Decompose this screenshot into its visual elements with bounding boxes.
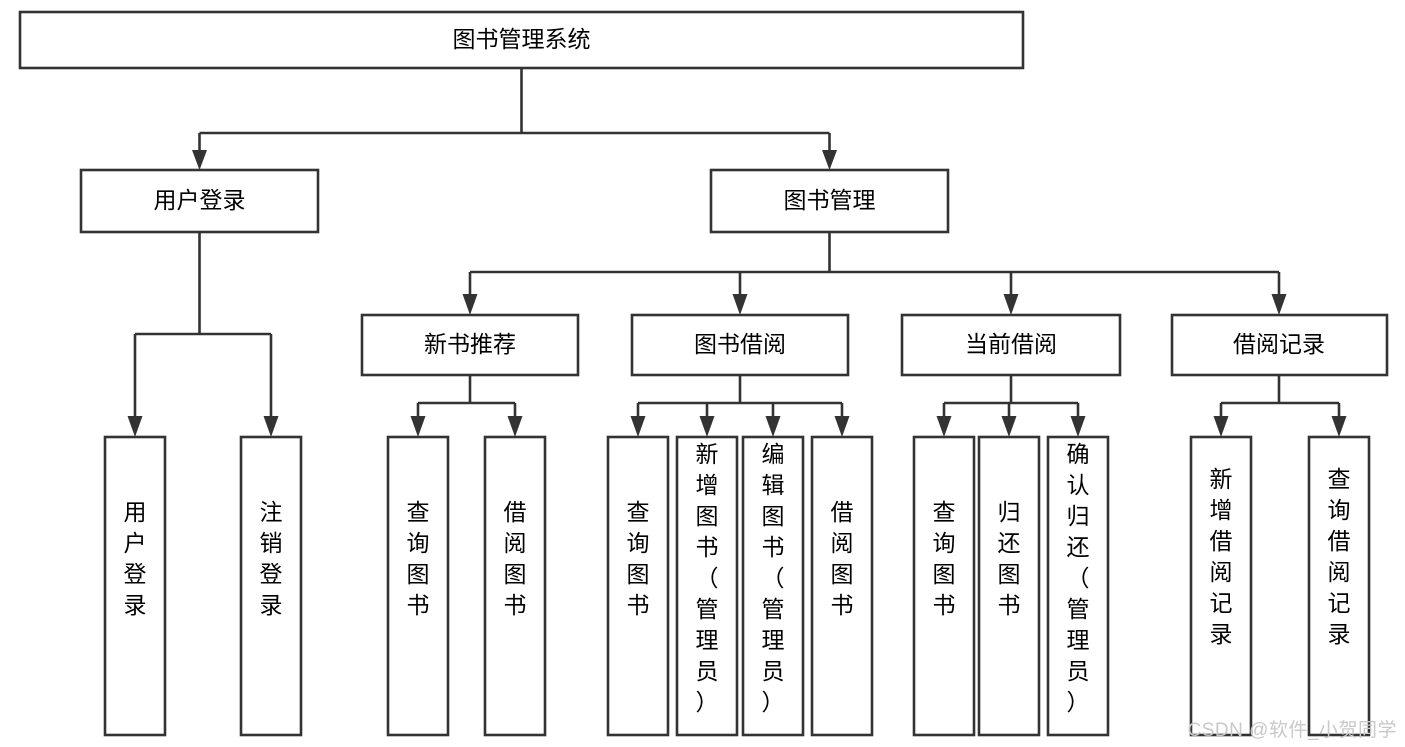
node-leaf-query-book-3-box[interactable] xyxy=(912,435,976,737)
node-leaf-confirm-return[interactable]: 确认归还（管理员） xyxy=(1046,435,1110,737)
node-leaf-logout-login[interactable]: 注销登录 xyxy=(239,435,303,737)
arrow-head-leaf-query-book-2 xyxy=(630,416,646,437)
arrow-head-leaf-edit-book xyxy=(765,416,781,437)
node-leaf-query-book-1[interactable]: 查询图书 xyxy=(386,435,450,737)
node-leaf-edit-book-box[interactable] xyxy=(741,435,805,737)
connector-group xyxy=(127,68,1347,437)
node-leaf-borrow-book-1-label: 借阅图书 xyxy=(504,499,527,618)
arrow-head-leaf-add-record xyxy=(1213,416,1229,437)
arrow-head-book-management xyxy=(822,150,837,170)
watermark-text: CSDN @软件_小贺同学 xyxy=(1187,720,1397,741)
node-leaf-return-book[interactable]: 归还图书 xyxy=(977,435,1041,737)
node-leaf-query-record[interactable]: 查询借阅记录 xyxy=(1307,435,1371,737)
node-leaf-query-book-1-label: 查询图书 xyxy=(407,499,430,618)
arrow-head-leaf-confirm-return xyxy=(1070,416,1086,437)
arrow-head-leaf-query-book-1 xyxy=(410,416,426,437)
node-book-borrow[interactable]: 图书借阅 xyxy=(630,313,850,377)
node-borrow-record-label: 借阅记录 xyxy=(1233,331,1325,357)
arrow-head-leaf-logout-login xyxy=(263,416,279,437)
arrow-head-leaf-borrow-book-2 xyxy=(834,416,850,437)
node-current-borrow-label: 当前借阅 xyxy=(965,331,1057,357)
node-leaf-return-book-label: 归还图书 xyxy=(998,499,1021,618)
node-leaf-edit-book-label: 编辑图书（管理员） xyxy=(762,441,785,715)
node-leaf-query-book-2-box[interactable] xyxy=(606,435,670,737)
node-leaf-add-record-label: 新增借阅记录 xyxy=(1210,466,1233,647)
node-leaf-borrow-book-1-box[interactable] xyxy=(483,435,547,737)
node-leaf-query-record-label: 查询借阅记录 xyxy=(1328,466,1351,647)
node-leaf-user-login-label: 用户登录 xyxy=(124,499,147,618)
node-user-login-box[interactable] xyxy=(79,168,320,234)
arrow-head-leaf-query-record xyxy=(1331,416,1347,437)
node-leaf-add-record-box[interactable] xyxy=(1189,435,1253,737)
node-leaf-query-book-3[interactable]: 查询图书 xyxy=(912,435,976,737)
arrow-head-borrow-record xyxy=(1271,294,1287,315)
node-leaf-query-book-2-label: 查询图书 xyxy=(627,499,650,618)
node-leaf-borrow-book-1[interactable]: 借阅图书 xyxy=(483,435,547,737)
node-leaf-borrow-book-2-label: 借阅图书 xyxy=(831,499,854,618)
arrow-head-user-login xyxy=(192,150,207,170)
node-leaf-logout-login-label: 注销登录 xyxy=(260,499,283,618)
node-book-borrow-box[interactable] xyxy=(630,313,850,377)
node-root[interactable]: 图书管理系统 xyxy=(18,10,1025,70)
arrow-head-leaf-add-book xyxy=(699,416,715,437)
node-leaf-query-book-2[interactable]: 查询图书 xyxy=(606,435,670,737)
node-user-login-label: 用户登录 xyxy=(154,187,246,213)
arrow-head-leaf-return-book xyxy=(1001,416,1017,437)
arrow-head-leaf-borrow-book-1 xyxy=(507,416,523,437)
node-leaf-borrow-book-2[interactable]: 借阅图书 xyxy=(810,435,874,737)
node-leaf-add-record[interactable]: 新增借阅记录 xyxy=(1189,435,1253,737)
node-leaf-add-book[interactable]: 新增图书（管理员） xyxy=(675,435,739,737)
node-leaf-confirm-return-box[interactable] xyxy=(1046,435,1110,737)
node-user-login[interactable]: 用户登录 xyxy=(79,168,320,234)
node-book-management-box[interactable] xyxy=(709,168,950,234)
node-new-book-recommend[interactable]: 新书推荐 xyxy=(360,313,580,377)
node-leaf-add-book-label: 新增图书（管理员） xyxy=(696,441,719,715)
node-leaf-query-book-1-box[interactable] xyxy=(386,435,450,737)
node-leaf-user-login[interactable]: 用户登录 xyxy=(103,435,167,737)
node-leaf-user-login-box[interactable] xyxy=(103,435,167,737)
node-book-management[interactable]: 图书管理 xyxy=(709,168,950,234)
node-leaf-query-record-box[interactable] xyxy=(1307,435,1371,737)
arrow-head-new-book-recommend xyxy=(462,294,478,315)
node-root-label: 图书管理系统 xyxy=(453,26,591,52)
node-root-box[interactable] xyxy=(18,10,1025,70)
node-book-management-label: 图书管理 xyxy=(784,187,876,213)
arrow-head-book-borrow xyxy=(732,294,748,315)
arrow-head-current-borrow xyxy=(1003,294,1019,315)
node-leaf-edit-book[interactable]: 编辑图书（管理员） xyxy=(741,435,805,737)
node-current-borrow[interactable]: 当前借阅 xyxy=(900,313,1122,377)
node-book-borrow-label: 图书借阅 xyxy=(694,331,786,357)
node-leaf-add-book-box[interactable] xyxy=(675,435,739,737)
node-borrow-record[interactable]: 借阅记录 xyxy=(1170,313,1389,377)
node-new-book-recommend-box[interactable] xyxy=(360,313,580,377)
node-leaf-return-book-box[interactable] xyxy=(977,435,1041,737)
node-borrow-record-box[interactable] xyxy=(1170,313,1389,377)
node-leaf-query-book-3-label: 查询图书 xyxy=(933,499,956,618)
arrow-head-leaf-query-book-3 xyxy=(936,416,952,437)
node-leaf-logout-login-box[interactable] xyxy=(239,435,303,737)
node-leaf-borrow-book-2-box[interactable] xyxy=(810,435,874,737)
node-new-book-recommend-label: 新书推荐 xyxy=(424,331,516,357)
node-current-borrow-box[interactable] xyxy=(900,313,1122,377)
node-leaf-confirm-return-label: 确认归还（管理员） xyxy=(1067,441,1090,715)
arrow-head-leaf-user-login xyxy=(127,416,143,437)
